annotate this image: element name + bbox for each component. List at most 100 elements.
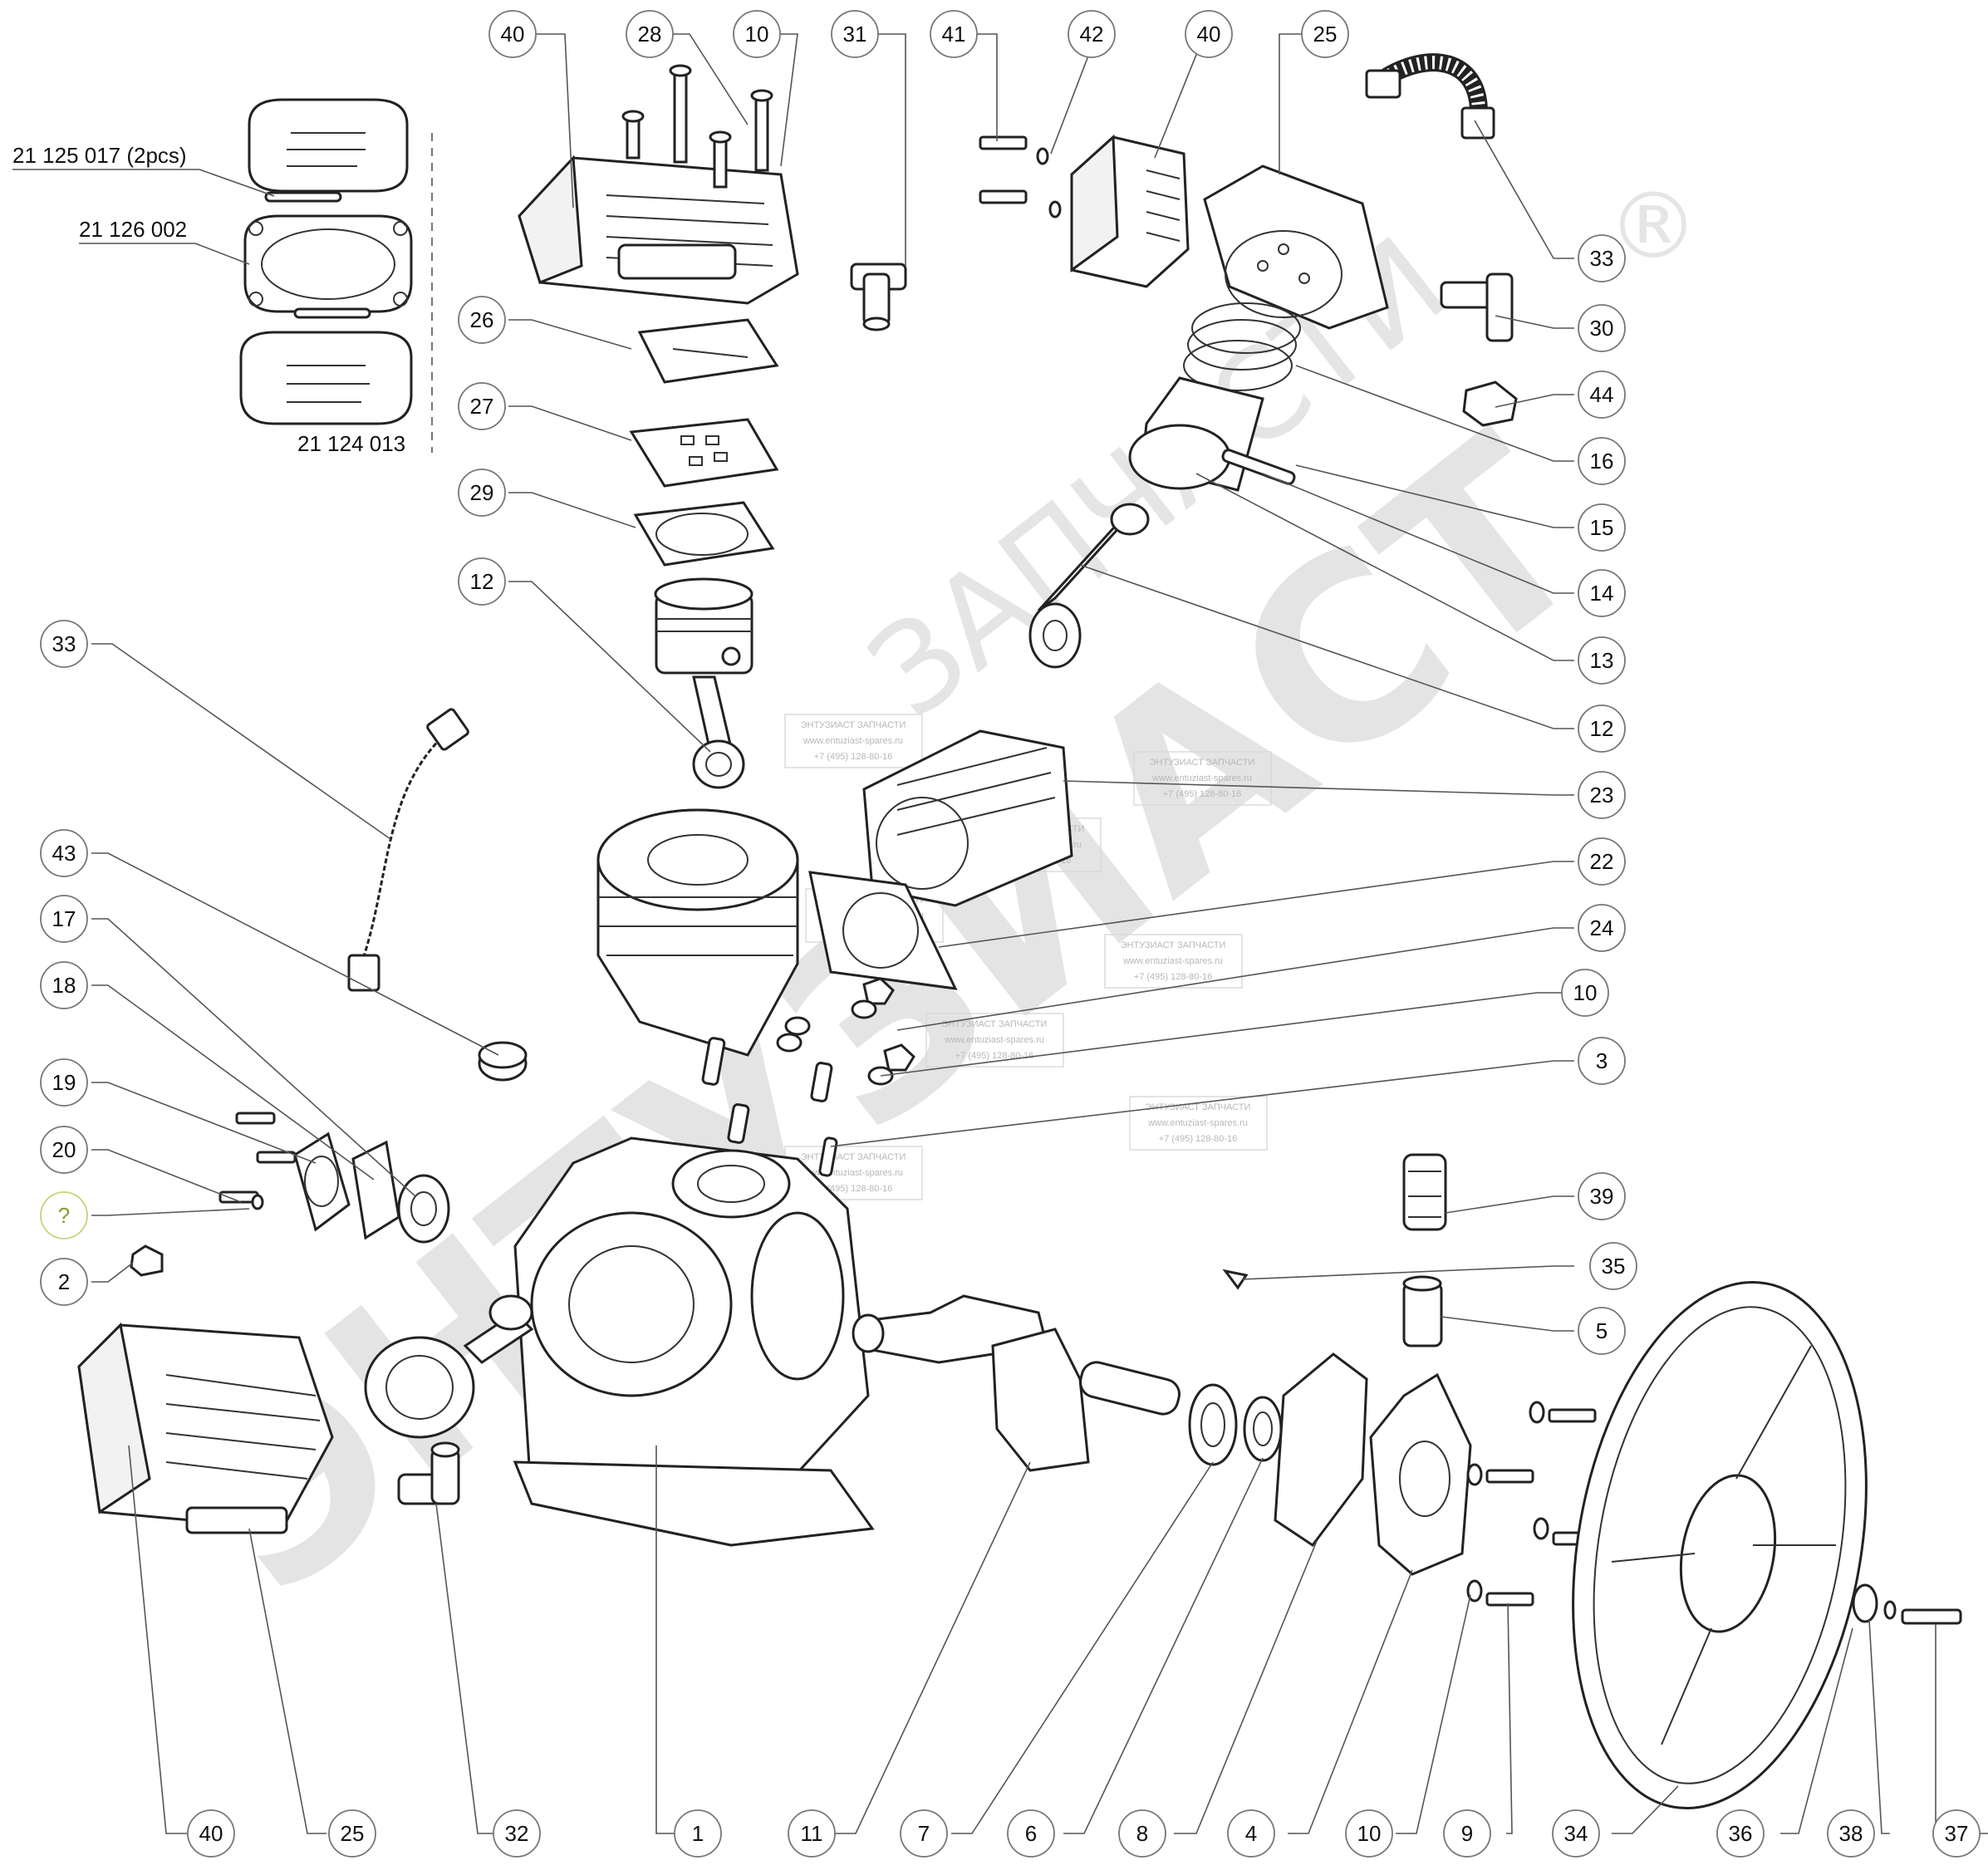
- breather-cap-43: [478, 1041, 528, 1082]
- callout-25: 25: [328, 1809, 376, 1858]
- dowel-pins: [701, 1037, 838, 1177]
- svg-text:www.entuziast-spares.ru: www.entuziast-spares.ru: [1122, 956, 1223, 966]
- svg-text:37: 37: [1945, 1821, 1969, 1846]
- callout-28: 28: [626, 10, 674, 58]
- svg-text:34: 34: [1564, 1821, 1588, 1846]
- cylinder-base-gasket-22: [808, 871, 958, 990]
- svg-text:www.entuziast-spares.ru: www.entuziast-spares.ru: [803, 1168, 903, 1178]
- bolts-9: [1466, 1401, 1601, 1607]
- svg-text:9: 9: [1461, 1821, 1473, 1846]
- callout-9: 9: [1443, 1809, 1491, 1858]
- callout-33: 33: [1578, 234, 1626, 282]
- callout-29: 29: [458, 469, 506, 517]
- reed-valve-strip: [264, 191, 342, 203]
- svg-text:27: 27: [470, 394, 494, 419]
- cylinder-right: [862, 729, 1073, 907]
- svg-text:24: 24: [1590, 915, 1614, 940]
- callout-30: 30: [1578, 304, 1626, 352]
- svg-text:33: 33: [52, 631, 76, 656]
- svg-text:33: 33: [1590, 246, 1614, 271]
- callout-5: 5: [1578, 1307, 1626, 1355]
- callout-1: 1: [674, 1809, 722, 1858]
- crankcase-1: [513, 1136, 875, 1547]
- svg-text:18: 18: [52, 973, 76, 998]
- svg-text:15: 15: [1590, 515, 1614, 540]
- svg-text:25: 25: [341, 1821, 365, 1846]
- svg-text:19: 19: [52, 1070, 76, 1095]
- gasket-8: [1274, 1352, 1368, 1548]
- svg-text:44: 44: [1590, 382, 1614, 407]
- svg-text:1: 1: [692, 1821, 704, 1846]
- svg-text:17: 17: [52, 906, 76, 931]
- svg-text:www.entuziast-spares.ru: www.entuziast-spares.ru: [1147, 1118, 1248, 1128]
- part-number-valve-plate: 21 124 013: [297, 431, 405, 456]
- part-number-head-gasket: 21 126 002: [79, 217, 187, 242]
- callout-31: 31: [831, 10, 879, 58]
- callout-44: 44: [1578, 371, 1626, 419]
- callout-26: 26: [458, 296, 506, 344]
- svg-text:22: 22: [1590, 849, 1614, 874]
- svg-text:ЭНТУЗИАСТ ЗАПЧАСТИ: ЭНТУЗИАСТ ЗАПЧАСТИ: [942, 1019, 1048, 1029]
- callout-22: 22: [1578, 837, 1626, 886]
- svg-text:www.entuziast-spares.ru: www.entuziast-spares.ru: [803, 736, 903, 746]
- end-cover-4: [1369, 1372, 1472, 1576]
- air-filter-39: [1402, 1153, 1447, 1231]
- svg-text:25: 25: [1313, 22, 1338, 47]
- flywheel-34: [1572, 1280, 1868, 1810]
- bolt-41: [979, 135, 1028, 204]
- svg-text:+7 (495) 128-80-16: +7 (495) 128-80-16: [955, 1051, 1033, 1061]
- filter-adapter-5: [1402, 1275, 1443, 1347]
- valve-plate-top: [248, 98, 409, 193]
- washer-38: [1852, 1583, 1897, 1623]
- svg-text:26: 26: [470, 307, 494, 332]
- callout-15: 15: [1578, 503, 1626, 552]
- callout-39: 39: [1578, 1172, 1626, 1220]
- callout-34: 34: [1552, 1809, 1600, 1858]
- svg-text:+7 (495) 128-80-16: +7 (495) 128-80-16: [814, 752, 892, 762]
- woodruff-key-35: [1222, 1269, 1249, 1290]
- elbow-fitting-31: [850, 263, 907, 331]
- svg-text:ЭНТУЗИАСТ ЗАПЧАСТИ: ЭНТУЗИАСТ ЗАПЧАСТИ: [1150, 758, 1255, 768]
- crankshaft-11: [852, 1294, 1181, 1472]
- callout-23: 23: [1578, 771, 1626, 819]
- callout-42: 42: [1068, 10, 1116, 58]
- piston-bottom: [364, 1294, 534, 1439]
- reed-valve-strip: [293, 307, 371, 319]
- callout-4: 4: [1227, 1809, 1275, 1858]
- svg-text:38: 38: [1839, 1821, 1863, 1846]
- leader-lines: [91, 33, 1988, 1834]
- svg-text:35: 35: [1602, 1254, 1626, 1279]
- svg-text:ЭНТУЗИАСТ ЗАПЧАСТИ: ЭНТУЗИАСТ ЗАПЧАСТИ: [1121, 940, 1226, 950]
- callout-6: 6: [1007, 1809, 1055, 1858]
- svg-text:6: 6: [1025, 1821, 1037, 1846]
- callout-38: 38: [1827, 1809, 1875, 1858]
- svg-text:8: 8: [1136, 1821, 1148, 1846]
- callout-10: 10: [1561, 969, 1609, 1017]
- callout-unknown: ?: [40, 1191, 88, 1239]
- callouts: 40 28 10 31 41 42 40 25 26 27 29 12 33 4…: [40, 10, 1981, 1858]
- svg-text:31: 31: [843, 22, 867, 47]
- callout-20: 20: [40, 1126, 88, 1174]
- callout-11: 11: [788, 1809, 836, 1858]
- watermark-stamp: ЭНТУЗИАСТ ЗАПЧАСТИ www.entuziast-spares.…: [1129, 1096, 1268, 1151]
- svg-text:29: 29: [470, 480, 494, 505]
- head-gasket-26: [637, 318, 779, 384]
- callout-12: 12: [1578, 704, 1626, 753]
- svg-text:2: 2: [58, 1269, 70, 1294]
- watermark-stamp: ЭНТУЗИАСТ ЗАПЧАСТИ www.entuziast-spares.…: [784, 714, 923, 768]
- head-bolts: [621, 64, 773, 189]
- svg-text:14: 14: [1590, 581, 1614, 606]
- flex-hose-right: [1365, 53, 1495, 140]
- callout-32: 32: [493, 1809, 541, 1858]
- elbow-fitting-30: [1440, 272, 1514, 342]
- valve-plate-27: [629, 418, 779, 488]
- cylinder-head-right-upper: [1070, 134, 1190, 288]
- callout-8: 8: [1118, 1809, 1166, 1858]
- svg-text:10: 10: [745, 22, 769, 47]
- svg-text:ЭНТУЗИАСТ ЗАПЧАСТИ: ЭНТУЗИАСТ ЗАПЧАСТИ: [801, 720, 906, 730]
- callout-40: 40: [1185, 10, 1233, 58]
- part-number-valve-gaskets: 21 125 017 (2pcs): [12, 143, 187, 168]
- callout-17: 17: [40, 895, 88, 943]
- svg-text:28: 28: [638, 22, 662, 47]
